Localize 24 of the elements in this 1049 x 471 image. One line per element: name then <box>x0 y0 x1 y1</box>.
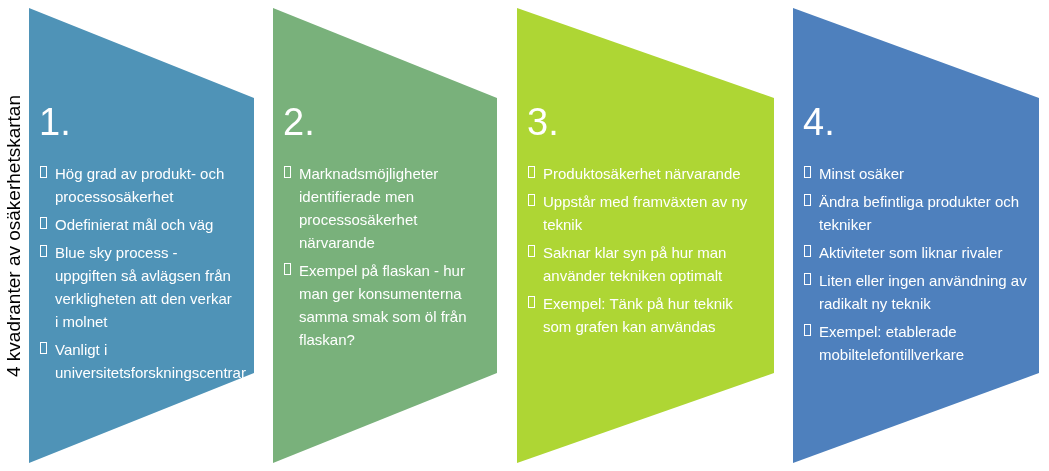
bullet-text: Blue sky process - uppgiften så avlägsen från verkligheten att den verkar i molnet <box>55 243 233 332</box>
bullet-text: Exempel: Tänk på hur teknik som grafen kan användas <box>543 294 734 337</box>
trapezoid-panel <box>29 8 254 463</box>
bullet-text: Marknadsmöjligheter identifierade men processosäkerhet närvarande <box>299 164 440 253</box>
bullet-text: Liten eller ingen användning av radikalt ny teknik <box>819 271 1028 314</box>
quadrant-number: 4. <box>803 100 835 144</box>
bullet-text: Odefinierat mål och väg <box>55 215 214 235</box>
bullet-text: Aktiviteter som liknar rivaler <box>819 243 1003 263</box>
trapezoid-panel <box>517 8 774 463</box>
bullet-text: Minst osäker <box>819 164 905 184</box>
trapezoid-panel <box>273 8 497 463</box>
bullet-text: Uppstår med framväxten av ny teknik <box>543 192 749 235</box>
bullet-text: Exempel: etablerade mobiltelefontillverkare <box>819 322 966 365</box>
bullet-text: Hög grad av produkt- och processosäkerhet <box>55 164 226 207</box>
vertical-title: 4 kvadranter av osäkerhetskartan <box>3 94 25 377</box>
quadrant-number: 2. <box>283 100 315 144</box>
bullet-text: Produktosäkerhet närvarande <box>543 164 741 184</box>
quadrant-number: 1. <box>39 100 71 144</box>
bullet-text: Ändra befintliga produkter och tekniker <box>819 192 1021 235</box>
quadrant-number: 3. <box>527 100 559 144</box>
bullet-text: Saknar klar syn på hur man använder tekniken optimalt <box>543 243 728 286</box>
trapezoid-panel <box>793 8 1039 463</box>
bullet-text: Vanligt i universitetsforskningscentrar <box>55 340 246 383</box>
bullet-text: Exempel på flaskan - hur man ger konsumenterna samma smak som öl från flaskan? <box>299 261 468 350</box>
